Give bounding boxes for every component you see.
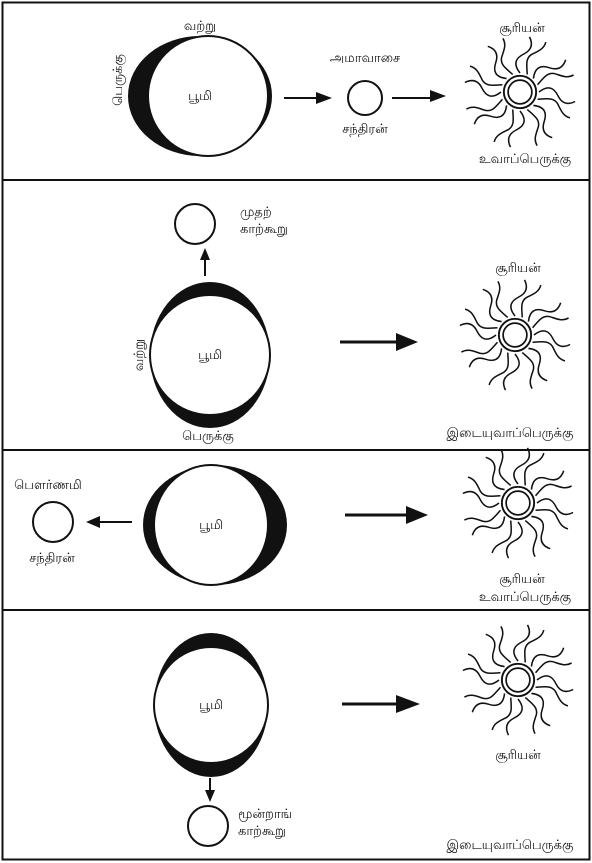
spring-tide-label: உவாப்பெருக்கு — [479, 590, 571, 605]
earth-label: பூமி — [199, 698, 223, 713]
sun-label: சூரியன் — [495, 261, 541, 276]
neap-tide-label: இடையுவாப்பெருக்கு — [447, 426, 574, 441]
arrow-head — [200, 248, 210, 260]
earth-circle — [149, 294, 271, 416]
earth-label: பூமி — [199, 518, 223, 533]
arrow-head — [316, 92, 332, 104]
new-moon-label: அமாவாசை — [330, 51, 400, 66]
moon-circle — [32, 501, 74, 543]
sun-icon — [458, 278, 572, 392]
low-tide-label: வற்று — [132, 339, 147, 371]
arrow-head — [430, 90, 446, 102]
first-quarter-label-1: முதற் — [240, 205, 272, 220]
neap-tide-label: இடையுவாப்பெருக்கு — [447, 838, 574, 853]
panel-new-moon: பூமி வற்று பெருக்கு அமாவாசை சந்திரன் சூர… — [111, 19, 577, 167]
low-tide-label: வற்று — [184, 19, 216, 34]
arrow-head — [406, 506, 428, 524]
arrow-head — [86, 516, 100, 528]
arrow-head — [396, 695, 420, 713]
panel-first-quarter: பூமி வற்று பெருக்கு முதற் காற்கூறு சூரிய… — [132, 203, 574, 444]
full-moon-label: பௌர்ணமி — [14, 478, 82, 493]
sun-label: சூரியன் — [499, 572, 545, 587]
spring-tide-label: உவாப்பெருக்கு — [479, 152, 571, 167]
earth-circle — [147, 35, 269, 157]
sun-icon — [463, 35, 577, 149]
sun-label: சூரியன் — [499, 21, 545, 36]
high-tide-label: பெருக்கு — [182, 429, 234, 444]
panel-full-moon: பூமி பௌர்ணமி சந்திரன் சூரியன் உவாப்பெருக… — [14, 446, 575, 605]
earth-circle — [153, 646, 269, 764]
earth-circle — [153, 464, 269, 586]
high-tide-label: பெருக்கு — [111, 54, 126, 106]
moon-label: சந்திரன் — [342, 122, 388, 137]
moon-label: சந்திரன் — [29, 551, 75, 566]
arrow-head — [396, 333, 418, 351]
third-quarter-label-2: காற்கூறு — [238, 824, 286, 839]
sun-icon — [461, 623, 575, 737]
third-quarter-label-1: மூன்றாங் — [238, 807, 292, 822]
moon-circle — [187, 805, 229, 847]
moon-circle — [174, 203, 216, 245]
first-quarter-label-2: காற்கூறு — [240, 222, 288, 237]
earth-label: பூமி — [198, 348, 222, 363]
sun-label: சூரியன் — [495, 748, 541, 763]
earth-label: பூமி — [188, 89, 212, 104]
moon-circle — [347, 80, 383, 116]
sun-icon — [461, 446, 575, 560]
panel-third-quarter: பூமி மூன்றாங் காற்கூறு சூரியன் இடையுவாப்… — [153, 623, 575, 853]
arrow-head — [205, 790, 215, 802]
